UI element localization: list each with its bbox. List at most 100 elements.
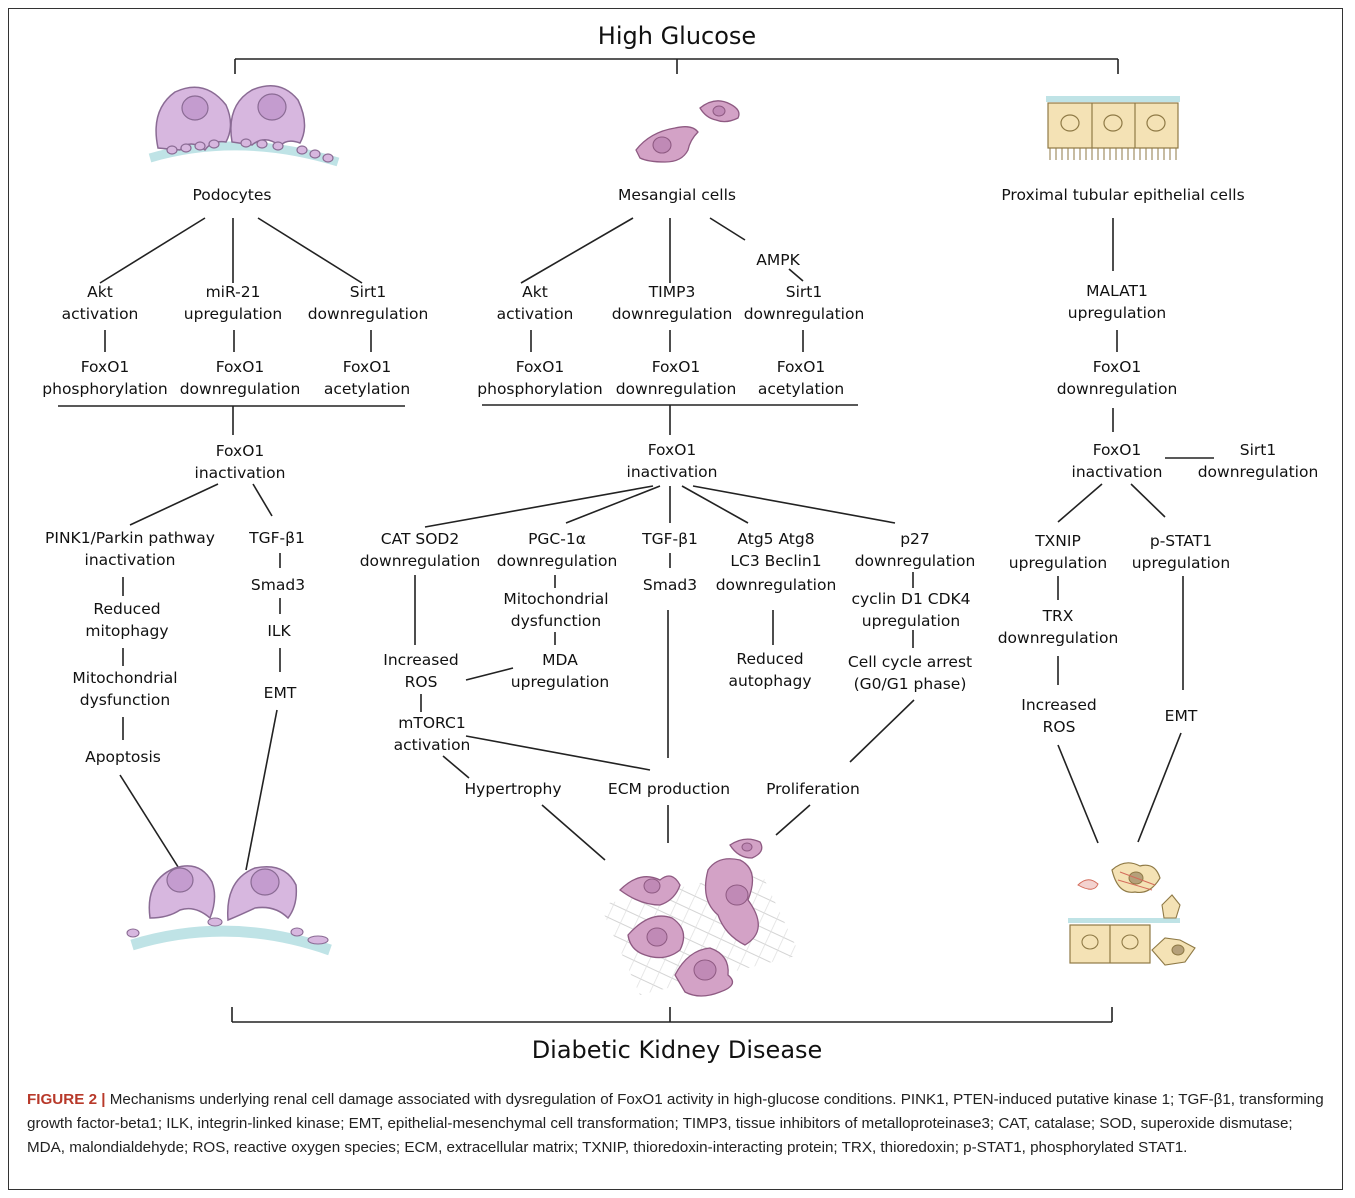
mes-sirt1-line2: downregulation — [744, 305, 865, 323]
mes-mda-line1: MDA — [542, 651, 578, 669]
mes-akt-line1: Akt — [522, 283, 548, 301]
mes-foxo-phos-line1: FoxO1 — [516, 358, 565, 376]
pod-sirt1-line2: downregulation — [308, 305, 429, 323]
mes-cat-line1: CAT SOD2 — [381, 530, 459, 548]
pod-foxo-acet-line2: acetylation — [324, 380, 410, 398]
pod-mir21-line2: upregulation — [184, 305, 282, 323]
tubular-damage-illustration — [1068, 862, 1196, 966]
tub-sirt1-line2: downregulation — [1198, 463, 1319, 481]
pod-foxo-phos-line1: FoxO1 — [81, 358, 130, 376]
mes-pgc-line2: downregulation — [497, 552, 618, 570]
mes-foxo-inact-line2: inactivation — [627, 463, 718, 481]
tub-sirt1-line1: Sirt1 — [1240, 441, 1276, 459]
mes-timp3-line1: TIMP3 — [648, 283, 696, 301]
mes-p27-line2: downregulation — [855, 552, 976, 570]
tub-trx-line2: downregulation — [998, 629, 1119, 647]
mes-atg-line2: LC3 Beclin1 — [730, 552, 821, 570]
mes-mda-line2: upregulation — [511, 673, 609, 691]
figure-label: FIGURE 2 | — [27, 1091, 106, 1108]
tub-txnip-line2: upregulation — [1009, 554, 1107, 572]
mes-cyclin-line2: upregulation — [862, 612, 960, 630]
mes-foxo-down-line2: downregulation — [616, 380, 737, 398]
mes-autophagy-line1: Reduced — [736, 650, 803, 668]
tub-pstat-line1: p-STAT1 — [1150, 532, 1212, 550]
mes-pgc-line1: PGC-1α — [528, 530, 586, 548]
tubular-label: Proximal tubular epithelial cells — [1001, 186, 1244, 204]
pod-pink-line2: inactivation — [85, 551, 176, 569]
pod-apoptosis: Apoptosis — [85, 748, 161, 766]
pod-tgf: TGF-β1 — [248, 529, 305, 547]
mes-sirt1-line1: Sirt1 — [786, 283, 822, 301]
podocytes-illustration — [148, 85, 340, 167]
pod-mito-line2: dysfunction — [80, 691, 170, 709]
pod-foxo-down-line2: downregulation — [180, 380, 301, 398]
tub-txnip-line1: TXNIP — [1034, 532, 1081, 550]
mes-p27-line1: p27 — [900, 530, 930, 548]
mes-tgf-line2: Smad3 — [643, 576, 697, 594]
tubular-cells-illustration — [1046, 96, 1180, 160]
pod-emt: EMT — [264, 684, 297, 702]
mesangial-label: Mesangial cells — [618, 186, 736, 204]
mes-ros-line2: ROS — [405, 673, 438, 691]
pod-akt-line1: Akt — [87, 283, 113, 301]
mes-autophagy-line2: autophagy — [728, 672, 811, 690]
mes-foxo-acet-line1: FoxO1 — [777, 358, 826, 376]
mes-atg-line3: downregulation — [716, 576, 837, 594]
mes-ros-line1: Increased — [383, 651, 458, 669]
mes-cellcycle-line2: (G0/G1 phase) — [854, 675, 967, 693]
mes-mito-line2: dysfunction — [511, 612, 601, 630]
pod-foxo-down-line1: FoxO1 — [216, 358, 265, 376]
mes-mito-line1: Mitochondrial — [503, 590, 608, 608]
pod-mir21-line1: miR-21 — [206, 283, 261, 301]
pod-foxo-acet-line1: FoxO1 — [343, 358, 392, 376]
pod-smad: Smad3 — [251, 576, 305, 594]
mes-mtorc-line2: activation — [394, 736, 471, 754]
connector-lines — [58, 58, 1214, 1023]
pod-akt-line2: activation — [62, 305, 139, 323]
mes-cellcycle-line1: Cell cycle arrest — [848, 653, 972, 671]
mes-cat-line2: downregulation — [360, 552, 481, 570]
mesangial-cells-illustration — [635, 100, 740, 163]
tub-ros-line2: ROS — [1043, 718, 1076, 736]
tub-emt: EMT — [1165, 707, 1198, 725]
mes-akt-line2: activation — [497, 305, 574, 323]
pathway-diagram: High Glucose Diabetic Kidney Disease — [42, 22, 1319, 1064]
pod-foxo-phos-line2: phosphorylation — [42, 380, 167, 398]
mes-tgf-line1: TGF-β1 — [641, 530, 698, 548]
pod-pink-line1: PINK1/Parkin pathway — [45, 529, 215, 547]
tub-foxo-down-line2: downregulation — [1057, 380, 1178, 398]
mes-mtorc-line1: mTORC1 — [398, 714, 465, 732]
pod-ilk: ILK — [267, 622, 291, 640]
caption-text: Mechanisms underlying renal cell damage … — [27, 1091, 1324, 1156]
tub-malat-line2: upregulation — [1068, 304, 1166, 322]
tub-foxo-inact-line1: FoxO1 — [1093, 441, 1142, 459]
tub-trx-line1: TRX — [1042, 607, 1074, 625]
high-glucose-title: High Glucose — [598, 22, 756, 50]
tub-pstat-line2: upregulation — [1132, 554, 1230, 572]
mes-ampk: AMPK — [756, 251, 800, 269]
pod-mitophagy-line2: mitophagy — [85, 622, 168, 640]
mes-hypertrophy: Hypertrophy — [464, 780, 561, 798]
pod-sirt1-line1: Sirt1 — [350, 283, 386, 301]
pod-foxo-inact-line2: inactivation — [195, 464, 286, 482]
mes-timp3-line2: downregulation — [612, 305, 733, 323]
tub-ros-line1: Increased — [1021, 696, 1096, 714]
pod-foxo-inact-line1: FoxO1 — [216, 442, 265, 460]
tub-foxo-down-line1: FoxO1 — [1093, 358, 1142, 376]
mes-ecm: ECM production — [608, 780, 730, 798]
podocytes-label: Podocytes — [193, 186, 272, 204]
diabetic-kidney-disease-title: Diabetic Kidney Disease — [532, 1036, 823, 1064]
tub-malat-line1: MALAT1 — [1086, 282, 1148, 300]
pod-mito-line1: Mitochondrial — [72, 669, 177, 687]
mes-foxo-down-line1: FoxO1 — [652, 358, 701, 376]
mes-atg-line1: Atg5 Atg8 — [737, 530, 814, 548]
mes-proliferation: Proliferation — [766, 780, 860, 798]
mesangial-expansion-illustration — [600, 838, 800, 997]
mes-cyclin-line1: cyclin D1 CDK4 — [851, 590, 970, 608]
pod-mitophagy-line1: Reduced — [93, 600, 160, 618]
mes-foxo-phos-line2: phosphorylation — [477, 380, 602, 398]
figure-frame — [8, 8, 1343, 1190]
mes-foxo-inact-line1: FoxO1 — [648, 441, 697, 459]
mes-foxo-acet-line2: acetylation — [758, 380, 844, 398]
damaged-podocytes-illustration — [126, 865, 332, 956]
